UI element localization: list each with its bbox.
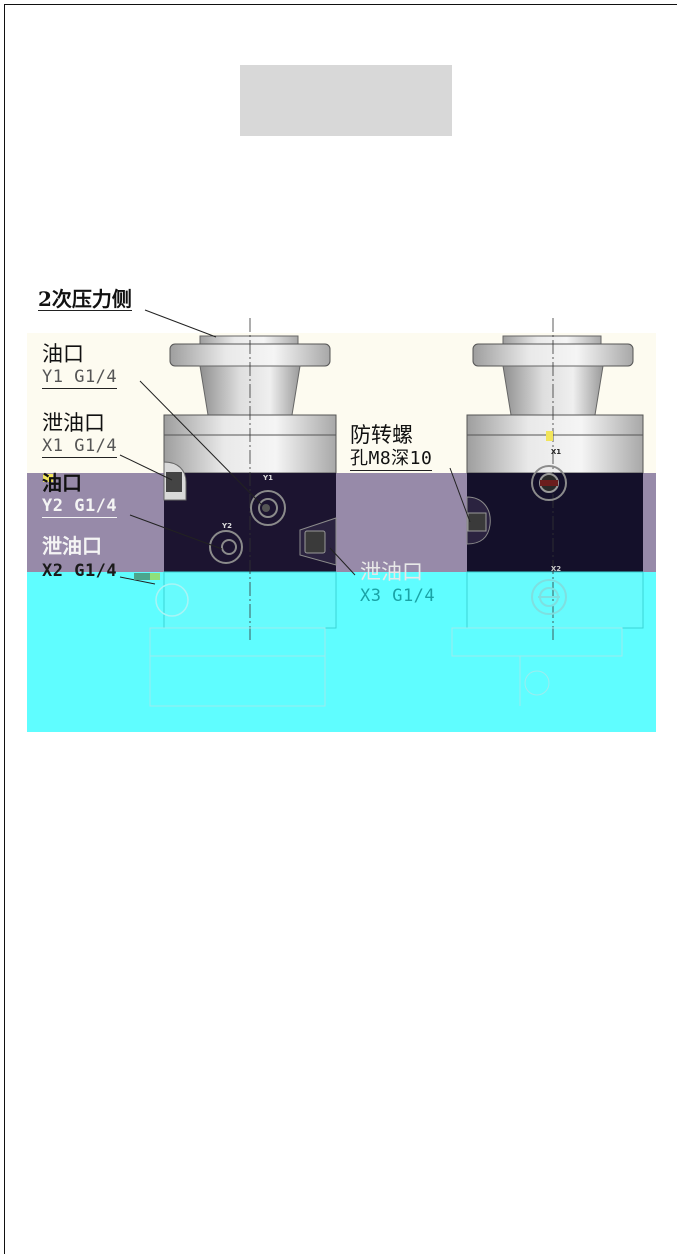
label-oil-port-y1-spec: Y1 G1/4 xyxy=(42,367,118,389)
right-x1-mark: X1 xyxy=(551,448,561,456)
left-y2-port-outer xyxy=(209,530,243,564)
left-y1-port-outer xyxy=(250,490,286,526)
left-y1-mark: Y1 xyxy=(262,474,273,482)
right-base-hole xyxy=(524,670,550,696)
label-drain-port-x1-spec: X1 G1/4 xyxy=(42,436,118,458)
label-oil-port-y2-spec: Y2 G1/4 xyxy=(42,496,118,518)
label-drain-port-x1: 泄油口 xyxy=(42,411,105,435)
left-view: Y1 Y2 xyxy=(149,318,337,707)
marker-yellow-left xyxy=(43,474,53,482)
leader-y2 xyxy=(129,514,223,550)
label-anti-rotation-line1: 防转螺 xyxy=(350,423,413,447)
left-y1-port-core xyxy=(262,504,270,512)
label-drain-port-x3: 泄油口 xyxy=(360,560,423,584)
marker-teal-x2 xyxy=(134,573,150,580)
right-collar xyxy=(466,414,644,436)
right-view: X1 X2 xyxy=(451,318,644,706)
right-x1-port-slot xyxy=(540,480,558,486)
label-drain-port-x3-spec: X3 G1/4 xyxy=(360,586,436,606)
left-y1-port-inner xyxy=(258,498,278,518)
left-y2-mark: Y2 xyxy=(221,522,232,530)
title-block xyxy=(240,65,452,136)
leader-x1 xyxy=(119,454,173,481)
left-base-lower-outline xyxy=(149,655,326,707)
right-x1-port-outer xyxy=(531,465,567,501)
label-drain-port-x2: 泄油口 xyxy=(42,534,102,558)
label-oil-port-y2: 油口 xyxy=(42,471,82,495)
leader-screw xyxy=(449,467,471,523)
left-x1-plug xyxy=(166,472,182,492)
left-x3-plug xyxy=(304,530,326,554)
drawing-frame xyxy=(4,4,677,1254)
marker-green-x2 xyxy=(150,573,160,580)
leader-lines xyxy=(119,309,471,585)
leader-y1 xyxy=(139,380,263,506)
right-x1-yellow-marker xyxy=(546,431,553,441)
leader-secondary-pressure xyxy=(144,309,217,338)
leader-x3 xyxy=(329,547,356,576)
left-body-lower xyxy=(163,571,337,629)
right-screw-plug xyxy=(467,512,487,532)
label-oil-port-y1: 油口 xyxy=(42,342,84,366)
label-anti-rotation-line2: 孔M8深10 xyxy=(350,448,433,471)
label-secondary-pressure-side: 2次压力侧 xyxy=(38,287,132,311)
right-x2-port-outer xyxy=(531,579,567,615)
left-y2-port-inner xyxy=(221,539,237,555)
right-base-outline xyxy=(451,627,623,657)
left-x2-port-faint xyxy=(155,583,189,617)
leader-x2 xyxy=(119,576,156,585)
right-x2-mark: X2 xyxy=(551,565,561,573)
label-drain-port-x2-spec: X2 G1/4 xyxy=(42,561,118,581)
